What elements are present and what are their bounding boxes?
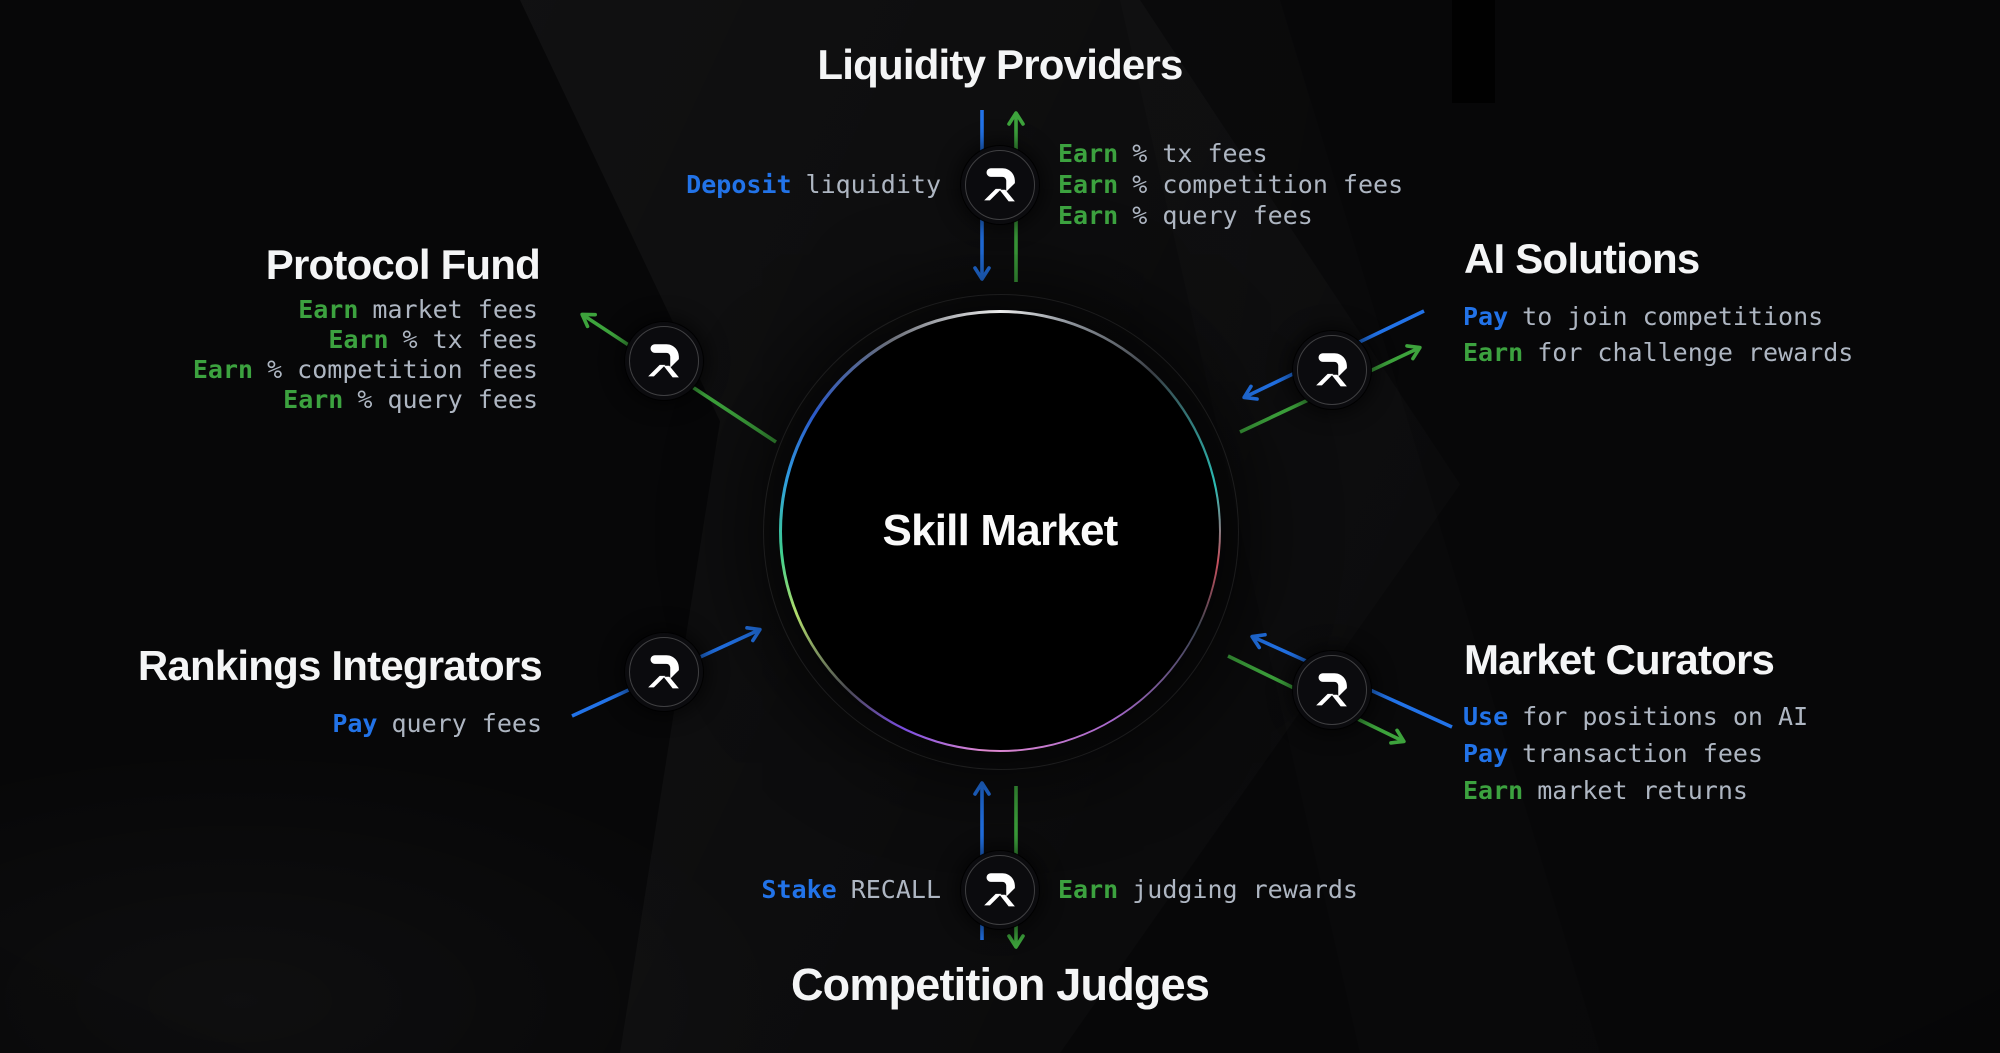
keyword-earn: Earn: [283, 385, 344, 414]
heading-rankings-integrators: Rankings Integrators: [137, 642, 543, 689]
heading-protocol-fund: Protocol Fund: [265, 241, 541, 288]
recall-badge-ai: [1293, 331, 1371, 409]
recall-logo-icon: [648, 344, 679, 378]
recall-badge-curators: [1293, 651, 1371, 729]
recall-logo-icon: [984, 168, 1015, 202]
heading-competition-judges: Competition Judges: [790, 959, 1210, 1010]
center-circle: Skill Market: [779, 310, 1221, 752]
recall-badge-liquidity: [961, 146, 1039, 224]
recall-logo-icon: [984, 873, 1015, 907]
label-lp-rewards: Earn% tx fees Earn% competition fees Ear…: [1058, 139, 1404, 230]
recall-logo-icon: [1316, 353, 1347, 387]
center-circle-face: Skill Market: [781, 312, 1219, 750]
keyword-earn: Earn: [1463, 338, 1524, 367]
recall-badge-judges: [961, 851, 1039, 929]
recall-badge-rankings: [625, 633, 703, 711]
keyword-stake: Stake: [761, 875, 837, 904]
keyword-earn: Earn: [298, 295, 359, 324]
keyword-earn: Earn: [1058, 170, 1119, 199]
center-title: Skill Market: [882, 506, 1119, 555]
recall-logo-icon: [648, 655, 679, 689]
keyword-pay: Pay: [332, 709, 378, 738]
heading-liquidity-providers: Liquidity Providers: [817, 41, 1183, 88]
keyword-earn: Earn: [1058, 875, 1119, 904]
keyword-pay: Pay: [1463, 739, 1509, 768]
keyword-earn: Earn: [328, 325, 389, 354]
recall-logo-icon: [1316, 673, 1347, 707]
keyword-pay: Pay: [1463, 302, 1509, 331]
recall-badge-protocol: [625, 322, 703, 400]
background-dark-rect: [1452, 0, 1495, 103]
keyword-earn: Earn: [1058, 201, 1119, 230]
keyword-earn: Earn: [1058, 139, 1119, 168]
keyword-earn: Earn: [1463, 776, 1524, 805]
keyword-deposit: Deposit: [686, 170, 792, 199]
heading-ai-solutions: AI Solutions: [1464, 235, 1700, 282]
keyword-use: Use: [1463, 702, 1509, 731]
keyword-earn: Earn: [192, 355, 254, 384]
heading-market-curators: Market Curators: [1464, 636, 1775, 683]
